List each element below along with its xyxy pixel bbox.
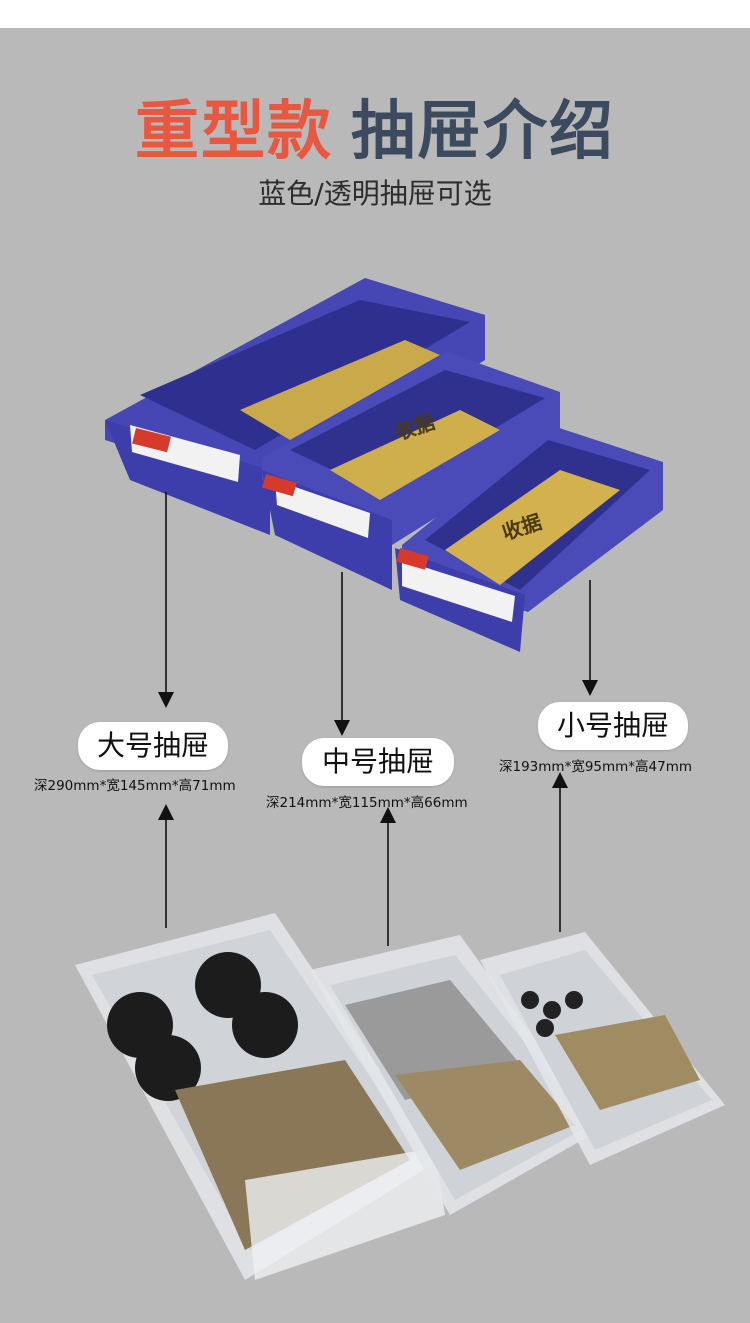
small-clear-bin-image: [480, 932, 725, 1165]
medium-drawer-dims: 深214mm*宽115mm*高66mm: [266, 795, 468, 811]
small-drawer-label-text: 小号抽屉: [556, 709, 669, 742]
medium-blue-bin-image: [262, 352, 560, 590]
medium-drawer-label: 中号抽屉: [302, 738, 454, 786]
medium-drawer-label-text: 中号抽屉: [321, 745, 434, 778]
large-drawer-label: 大号抽屉: [78, 722, 228, 770]
title-heavy-duty: 重型款: [135, 95, 333, 169]
page-title: 重型款抽屉介绍: [0, 92, 750, 172]
small-drawer-dims: 深193mm*宽95mm*高47mm: [499, 759, 693, 775]
large-clear-bin-image: [75, 913, 445, 1280]
page-subtitle: 蓝色/透明抽屉可选: [258, 177, 492, 210]
large-drawer-label-text: 大号抽屉: [96, 729, 209, 762]
top-white-strip: [0, 0, 750, 28]
title-drawer-intro: 抽屉介绍: [351, 95, 615, 169]
large-drawer-dims: 深290mm*宽145mm*高71mm: [34, 778, 236, 794]
small-blue-bin-image: [395, 425, 663, 652]
small-drawer-label: 小号抽屉: [538, 702, 688, 750]
medium-clear-bin-image: [310, 935, 600, 1215]
large-blue-bin-image: [105, 278, 485, 535]
